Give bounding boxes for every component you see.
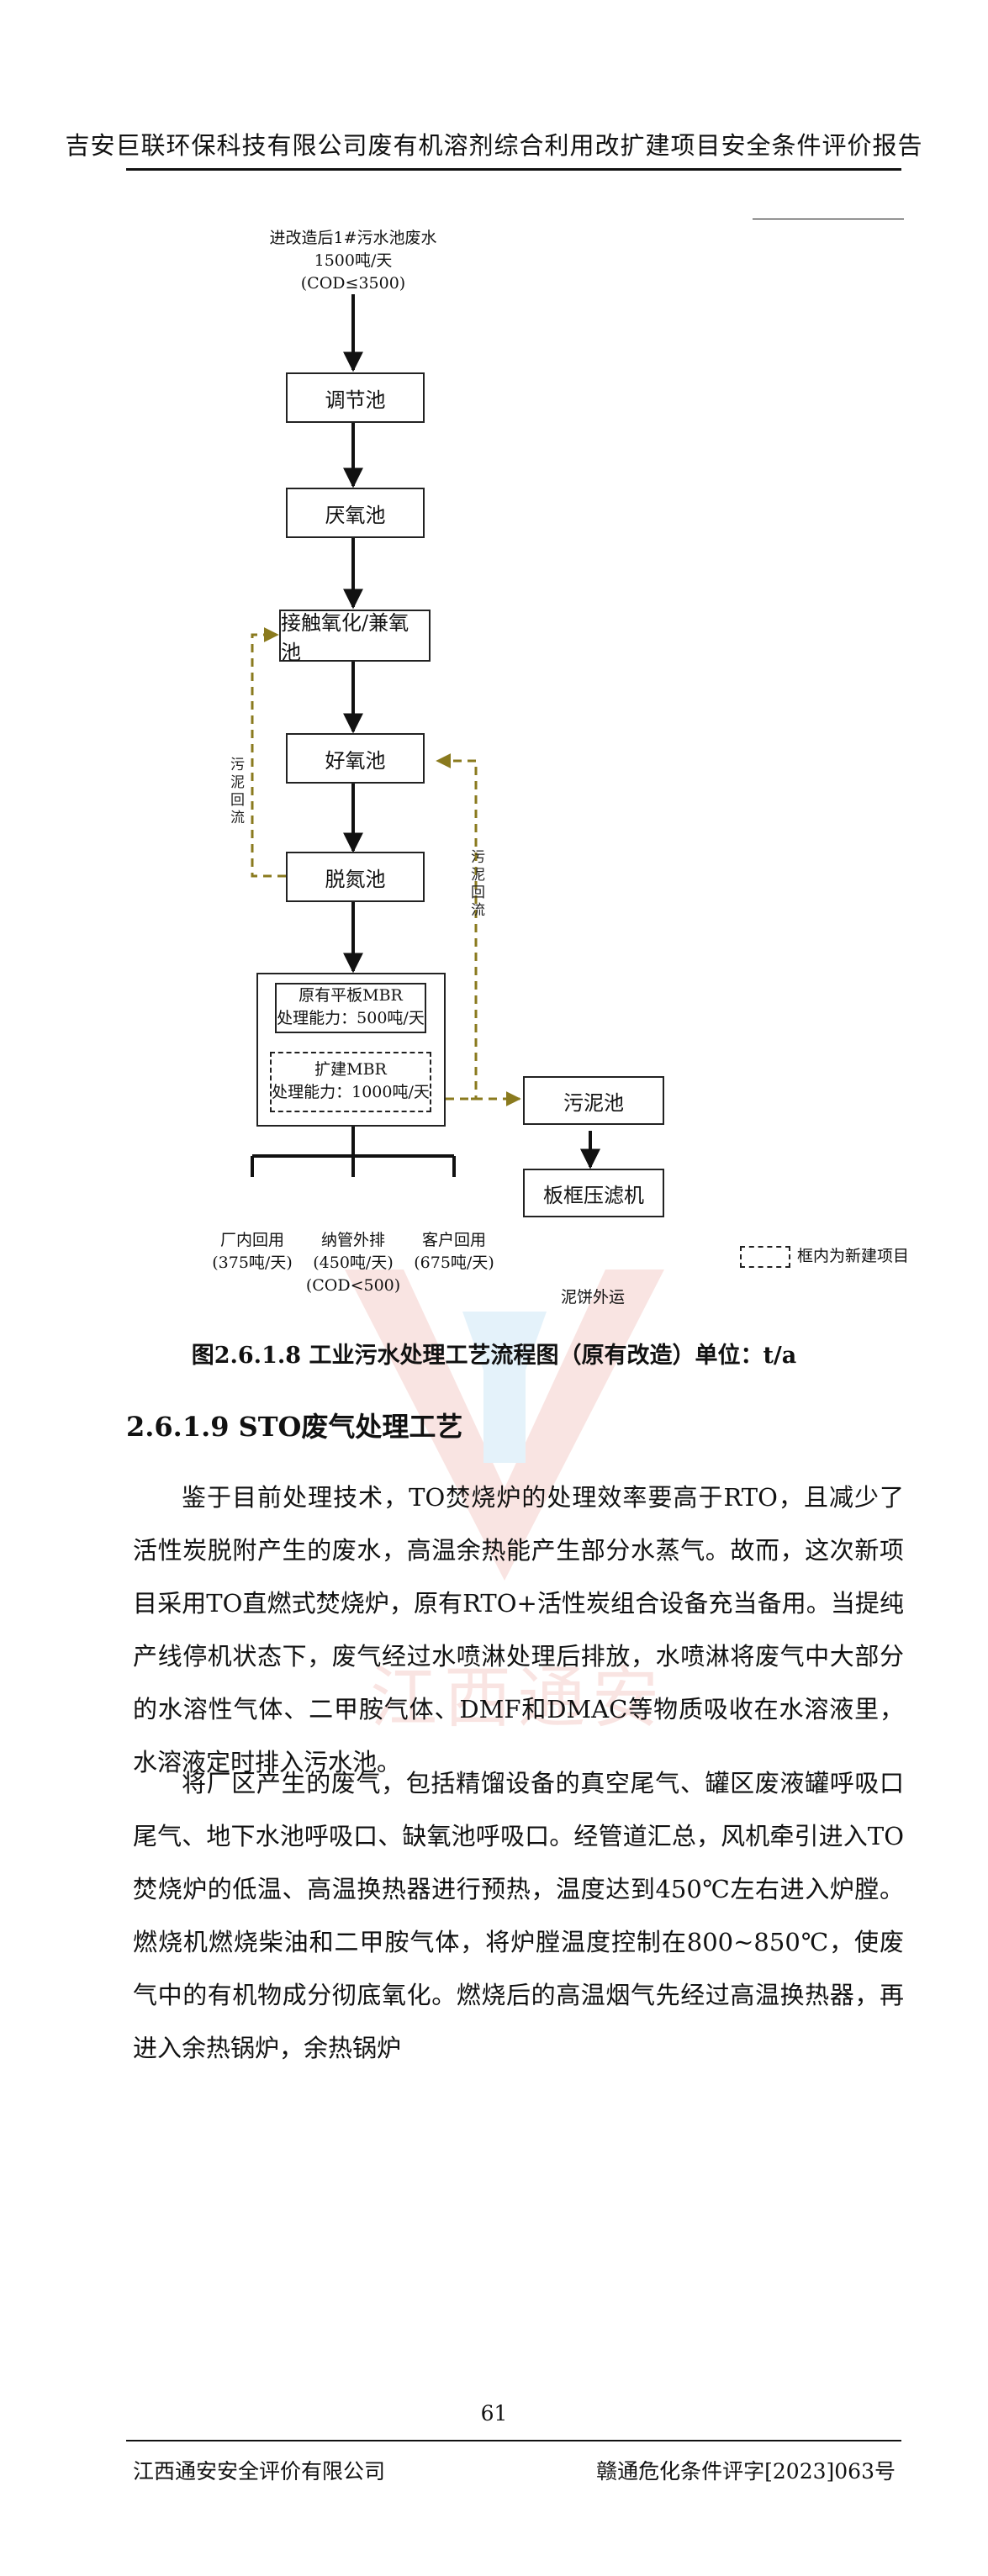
output-branch-lines bbox=[252, 1127, 454, 1158]
box-aerobic-pool: 好氧池 bbox=[286, 733, 425, 784]
inflow-label: 进改造后1#污水池废水 1500吨/天 (COD≤3500) bbox=[269, 227, 437, 295]
report-header-title: 吉安巨联环保科技有限公司废有机溶剂综合利用改扩建项目安全条件评价报告 bbox=[65, 131, 923, 160]
mbr-new: 扩建MBR 处理能力：1000吨/天 bbox=[270, 1052, 431, 1112]
inflow-cod: (COD≤3500) bbox=[300, 274, 406, 293]
paragraph-2: 将厂区产生的废气，包括精馏设备的真空尾气、罐区废液罐呼吸口尾气、地下水池呼吸口、… bbox=[133, 1769, 904, 2062]
output-arrows bbox=[251, 1156, 456, 1177]
mbr-new-capacity: 处理能力：1000吨/天 bbox=[272, 1083, 430, 1101]
output-customer-reuse: 客户回用 (675吨/天) bbox=[414, 1231, 494, 1272]
inflow-source: 进改造后1#污水池废水 bbox=[269, 229, 437, 247]
footer-report-code: 赣通危化条件评字[2023]063号 bbox=[596, 2459, 896, 2484]
output-sewer-discharge: 纳管外排 (450吨/天) (COD<500) bbox=[305, 1231, 401, 1295]
footer-rule bbox=[126, 2440, 901, 2441]
sludge-recycle-lines bbox=[251, 627, 521, 1106]
section-heading: 2.6.1.9 STO废气处理工艺 bbox=[126, 1411, 463, 1443]
mbr-new-name: 扩建MBR bbox=[314, 1060, 387, 1079]
box-anaerobic-pool: 厌氧池 bbox=[286, 488, 425, 538]
box-denitrification-pool: 脱氮池 bbox=[286, 852, 425, 902]
mbr-existing-name: 原有平板MBR bbox=[299, 986, 403, 1005]
recycle-label-right: 污泥回流 bbox=[468, 849, 484, 920]
footer-company: 江西通安安全评价有限公司 bbox=[133, 2459, 386, 2484]
box-filter-press: 板框压滤机 bbox=[523, 1169, 664, 1217]
legend-dashed-box bbox=[740, 1246, 790, 1268]
box-regulating-pool: 调节池 bbox=[286, 372, 425, 423]
legend-label: 框内为新建项目 bbox=[797, 1247, 910, 1265]
mbr-existing-capacity: 处理能力：500吨/天 bbox=[277, 1009, 425, 1027]
mbr-existing: 原有平板MBR 处理能力：500吨/天 bbox=[275, 983, 426, 1033]
figure-caption: 图2.6.1.8 工业污水处理工艺流程图（原有改造）单位：t/a bbox=[191, 1343, 797, 1369]
box-contact-oxidation-pool: 接触氧化/兼氧池 bbox=[279, 610, 431, 664]
mbr-block: 原有平板MBR 处理能力：500吨/天 扩建MBR 处理能力：1000吨/天 bbox=[256, 973, 446, 1127]
recycle-label-left: 污泥回流 bbox=[227, 757, 244, 827]
flow-diagram-lines bbox=[251, 294, 600, 1177]
paragraph-1: 鉴于目前处理技术，TO焚烧炉的处理效率要高于RTO，且减少了活性炭脱附产生的废水… bbox=[133, 1483, 904, 1776]
header-rule bbox=[126, 168, 901, 171]
page-number: 61 bbox=[480, 2401, 508, 2426]
inflow-volume: 1500吨/天 bbox=[314, 251, 393, 270]
output-in-plant-reuse: 厂内回用 (375吨/天) bbox=[212, 1231, 293, 1272]
box-sludge-pool: 污泥池 bbox=[523, 1076, 664, 1125]
sludge-cake-output: 泥饼外运 bbox=[560, 1288, 625, 1306]
